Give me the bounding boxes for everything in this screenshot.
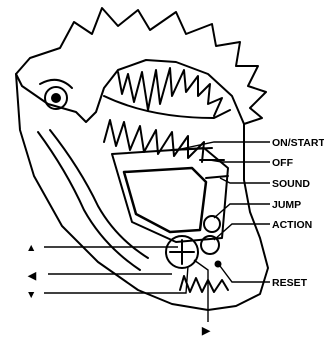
leader-jump [214, 204, 270, 218]
leader-reset [220, 266, 270, 282]
label-action: ACTION [272, 219, 312, 231]
label-reset: RESET [272, 277, 308, 289]
sound-button [206, 176, 228, 178]
dpad-cross [170, 240, 194, 264]
arrow-down-marker: ▼ [26, 289, 36, 301]
lcd-screen [124, 168, 206, 232]
dino-pupil [52, 94, 60, 102]
label-off: OFF [272, 157, 294, 169]
lower-teeth [104, 120, 204, 162]
upper-teeth [118, 68, 222, 116]
arrow-right-marker: ▶ [201, 325, 211, 337]
arrow-left-marker: ◀ [27, 270, 37, 282]
arrow-up-marker: ▲ [26, 242, 36, 254]
label-sound: SOUND [272, 178, 310, 190]
label-on-start: ON/START [272, 137, 324, 149]
upper-palate [104, 96, 230, 118]
dino-head-outline [16, 8, 266, 124]
jump-button [204, 216, 220, 232]
label-jump: JUMP [272, 199, 301, 211]
leader-down [44, 266, 188, 293]
jaw-ridge-inner [50, 130, 148, 258]
reset-button [216, 262, 221, 267]
